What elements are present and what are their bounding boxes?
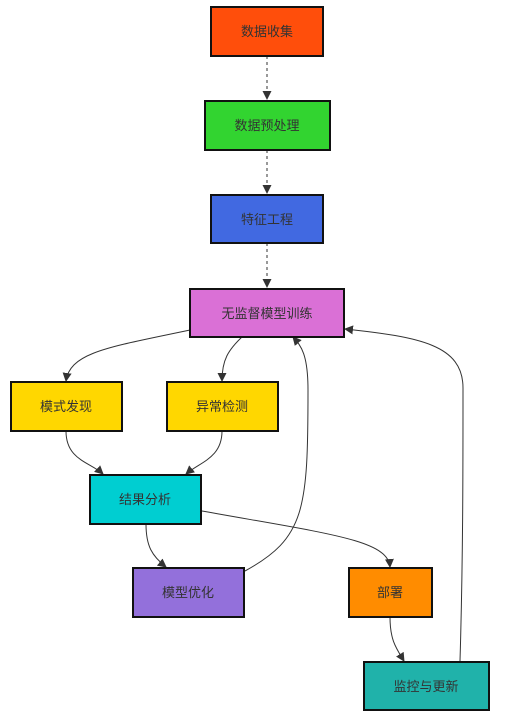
node-label: 结果分析 (119, 493, 171, 508)
edge-train-to-anomaly (217, 335, 244, 382)
node-layer: 数据收集 数据预处理 特征工程 无监督模型训练 模式发现 异常检测 结果分析 (10, 6, 490, 711)
node-optimize[interactable]: 模型优化 (132, 567, 245, 618)
edge-deploy-to-monitor (389, 616, 405, 662)
edge-analysis-to-optimize (145, 523, 167, 568)
node-box (204, 100, 331, 151)
edge-pattern-to-analysis (65, 430, 104, 475)
node-monitor[interactable]: 监控与更新 (363, 661, 490, 711)
node-box (348, 567, 433, 618)
node-deploy[interactable]: 部署 (348, 567, 433, 618)
node-pattern[interactable]: 模式发现 (10, 381, 123, 432)
node-label: 特征工程 (241, 213, 293, 228)
node-label: 异常检测 (196, 400, 248, 415)
node-box (166, 381, 279, 432)
node-label: 模式发现 (40, 399, 92, 415)
node-label: 部署 (377, 586, 403, 601)
edge-anomaly-to-analysis (185, 430, 223, 475)
node-box (10, 381, 123, 432)
node-preprocess[interactable]: 数据预处理 (204, 100, 331, 151)
node-analysis[interactable]: 结果分析 (89, 474, 202, 525)
node-label: 数据预处理 (234, 119, 299, 134)
node-label: 模型优化 (162, 586, 214, 601)
edge-train-to-pattern (62, 329, 191, 382)
node-feature[interactable]: 特征工程 (210, 194, 324, 244)
node-box (210, 6, 324, 57)
node-box (363, 661, 490, 711)
node-box (210, 194, 324, 244)
node-anomaly[interactable]: 异常检测 (166, 381, 279, 432)
node-collect[interactable]: 数据收集 (210, 6, 324, 57)
node-box (89, 474, 202, 525)
edge-optimize-to-train (244, 336, 309, 572)
edge-monitor-to-train (344, 325, 464, 662)
edge-layer (62, 56, 464, 662)
edge-analysis-to-deploy (201, 510, 394, 568)
node-label: 数据收集 (241, 24, 293, 40)
node-box (189, 288, 345, 338)
node-box (132, 567, 245, 618)
node-train[interactable]: 无监督模型训练 (189, 288, 345, 338)
node-label: 无监督模型训练 (221, 307, 312, 322)
node-label: 监控与更新 (393, 679, 458, 695)
